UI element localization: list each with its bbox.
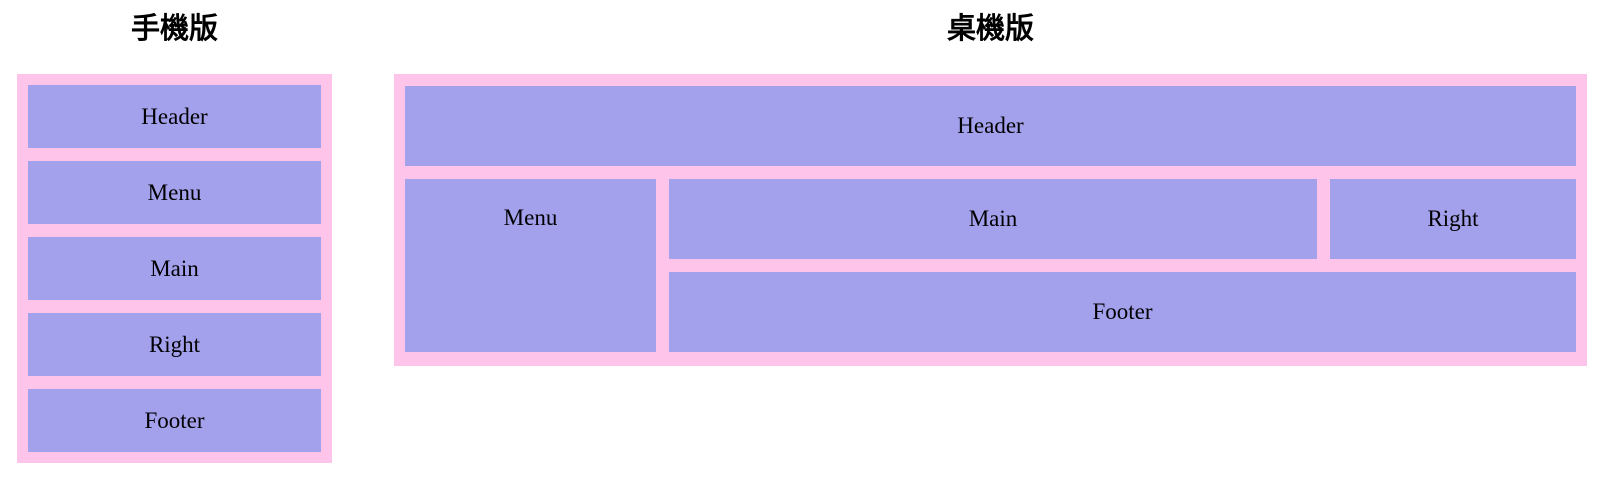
mobile-menu-box: Menu xyxy=(28,161,321,224)
desktop-footer-box: Footer xyxy=(669,272,1576,352)
desktop-menu-box: Menu xyxy=(405,179,656,352)
layout-comparison-diagram: 手機版 Header Menu Main Right Footer 桌機版 He… xyxy=(17,12,1587,463)
mobile-right-box: Right xyxy=(28,313,321,376)
mobile-layout-container: Header Menu Main Right Footer xyxy=(17,74,332,463)
desktop-right-box: Right xyxy=(1330,179,1576,259)
mobile-main-box: Main xyxy=(28,237,321,300)
desktop-version-section: 桌機版 Header Menu Main Right Footer xyxy=(394,12,1587,366)
desktop-main-box: Main xyxy=(669,179,1317,259)
mobile-version-section: 手機版 Header Menu Main Right Footer xyxy=(17,12,332,463)
mobile-version-title: 手機版 xyxy=(130,13,218,45)
desktop-header-box: Header xyxy=(405,86,1576,166)
mobile-footer-box: Footer xyxy=(28,389,321,452)
desktop-layout-container: Header Menu Main Right Footer xyxy=(394,74,1587,366)
mobile-header-box: Header xyxy=(28,85,321,148)
desktop-version-title: 桌機版 xyxy=(946,13,1034,45)
